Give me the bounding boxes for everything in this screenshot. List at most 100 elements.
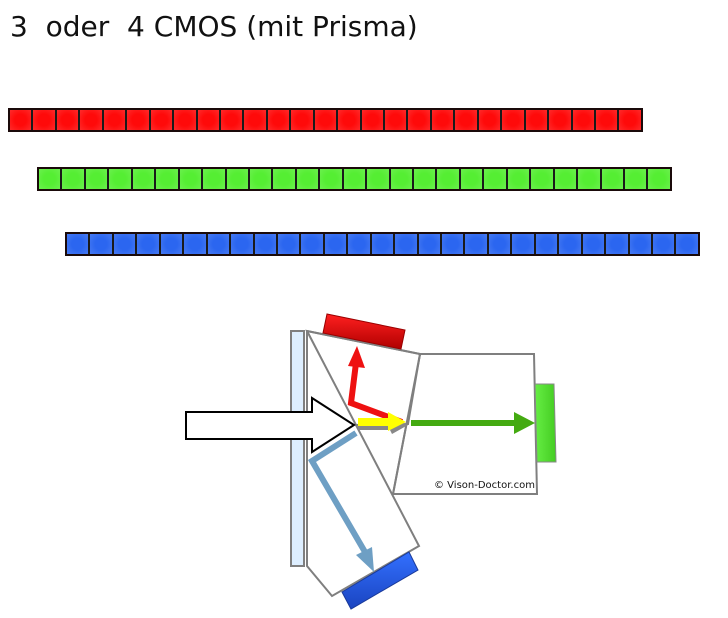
red-pixel-cell bbox=[291, 110, 315, 130]
green-pixel-cell bbox=[437, 169, 461, 189]
red-pixel-cell bbox=[197, 110, 221, 130]
green-sensor bbox=[534, 383, 557, 463]
blue-pixel-cell bbox=[184, 234, 208, 254]
red-pixel-cell bbox=[572, 110, 596, 130]
green-pixel-cell bbox=[367, 169, 391, 189]
green-pixel-cell bbox=[343, 169, 368, 189]
blue-pixel-cell bbox=[67, 234, 91, 254]
blue-beam-arrow bbox=[307, 430, 368, 554]
green-pixel-cell bbox=[648, 169, 670, 189]
green-pixel-cell bbox=[179, 169, 204, 189]
blue-sensor bbox=[341, 551, 419, 610]
red-pixel-cell bbox=[478, 110, 503, 130]
red-sensor bbox=[322, 313, 406, 350]
page-title: 3 oder 4 CMOS (mit Prisma) bbox=[10, 10, 418, 43]
green-pixel-cell bbox=[624, 169, 649, 189]
red-pixel-cell bbox=[595, 110, 620, 130]
green-pixel-cell bbox=[531, 169, 555, 189]
green-pixel-cell bbox=[578, 169, 602, 189]
blue-pixel-cell bbox=[676, 234, 698, 254]
red-pixel-cell bbox=[361, 110, 385, 130]
red-beam-arrowhead bbox=[348, 346, 365, 368]
red-pixel-cell bbox=[174, 110, 198, 130]
green-pixel-cell bbox=[132, 169, 157, 189]
incoming-light-arrow bbox=[185, 396, 356, 454]
red-pixel-cell bbox=[127, 110, 151, 130]
red-pixel-cell bbox=[408, 110, 432, 130]
blue-pixel-cell bbox=[606, 234, 630, 254]
blue-pixel-cell bbox=[629, 234, 653, 254]
green-pixel-cell bbox=[226, 169, 250, 189]
blue-pixel-cell bbox=[371, 234, 396, 254]
green-pixel-cell bbox=[39, 169, 63, 189]
green-pixel-cell bbox=[273, 169, 297, 189]
blue-pixel-cell bbox=[418, 234, 442, 254]
green-pixel-cell bbox=[554, 169, 579, 189]
blue-pixel-cell bbox=[582, 234, 607, 254]
green-pixel-cell bbox=[85, 169, 110, 189]
glass-plate bbox=[290, 330, 305, 567]
red-pixel-cell bbox=[80, 110, 104, 130]
red-pixel-cell bbox=[525, 110, 550, 130]
blue-pixel-cell bbox=[207, 234, 232, 254]
blue-pixel-cell bbox=[90, 234, 114, 254]
red-pixel-cell bbox=[314, 110, 339, 130]
red-pixel-cell bbox=[244, 110, 268, 130]
blue-pixel-cell bbox=[277, 234, 302, 254]
green-pixel-cell bbox=[390, 169, 414, 189]
green-pixel-cell bbox=[460, 169, 485, 189]
red-pixel-cell bbox=[455, 110, 479, 130]
blue-beam-arrowhead bbox=[356, 547, 374, 572]
blue-pixel-cell bbox=[254, 234, 278, 254]
yellow-beam-arrow bbox=[358, 412, 406, 431]
green-beam-arrowhead bbox=[514, 412, 535, 434]
blue-pixel-cell bbox=[535, 234, 560, 254]
red-pixel-cell bbox=[549, 110, 573, 130]
green-pixel-cell bbox=[320, 169, 344, 189]
green-pixel-cell bbox=[109, 169, 133, 189]
red-pixel-cell bbox=[10, 110, 34, 130]
red-pixel-cell bbox=[619, 110, 641, 130]
red-pixel-cell bbox=[385, 110, 409, 130]
blue-prism-block bbox=[306, 330, 421, 598]
prism-top-edge bbox=[306, 330, 421, 355]
green-pixel-cell bbox=[249, 169, 274, 189]
blue-pixel-cell bbox=[442, 234, 466, 254]
blue-pixel-cell bbox=[348, 234, 372, 254]
red-pixel-cell bbox=[103, 110, 128, 130]
green-sensor-array bbox=[37, 167, 672, 191]
blue-pixel-cell bbox=[137, 234, 161, 254]
green-pixel-cell bbox=[62, 169, 86, 189]
blue-pixel-cell bbox=[301, 234, 325, 254]
prism-slant-edge bbox=[392, 353, 421, 495]
green-pixel-cell bbox=[296, 169, 321, 189]
green-pixel-cell bbox=[156, 169, 180, 189]
green-pixel-cell bbox=[414, 169, 438, 189]
blue-pixel-cell bbox=[160, 234, 185, 254]
blue-pixel-cell bbox=[559, 234, 583, 254]
blue-sensor-array bbox=[65, 232, 700, 256]
green-pixel-cell bbox=[484, 169, 508, 189]
red-sensor-array bbox=[8, 108, 643, 132]
blue-pixel-cell bbox=[512, 234, 536, 254]
blue-pixel-cell bbox=[465, 234, 489, 254]
red-pixel-cell bbox=[150, 110, 175, 130]
red-pixel-cell bbox=[33, 110, 57, 130]
green-pixel-cell bbox=[203, 169, 227, 189]
red-pixel-cell bbox=[431, 110, 456, 130]
blue-pixel-cell bbox=[231, 234, 255, 254]
blue-pixel-cell bbox=[395, 234, 419, 254]
red-pixel-cell bbox=[502, 110, 526, 130]
green-pixel-cell bbox=[601, 169, 625, 189]
red-pixel-cell bbox=[338, 110, 362, 130]
red-pixel-cell bbox=[56, 110, 81, 130]
blue-pixel-cell bbox=[113, 234, 138, 254]
blue-pixel-cell bbox=[324, 234, 349, 254]
green-pixel-cell bbox=[507, 169, 532, 189]
red-pixel-cell bbox=[220, 110, 245, 130]
blue-pixel-cell bbox=[652, 234, 677, 254]
red-beam-arrow bbox=[347, 362, 404, 425]
red-pixel-cell bbox=[267, 110, 292, 130]
copyright-text: © Vison-Doctor.com bbox=[434, 480, 535, 491]
